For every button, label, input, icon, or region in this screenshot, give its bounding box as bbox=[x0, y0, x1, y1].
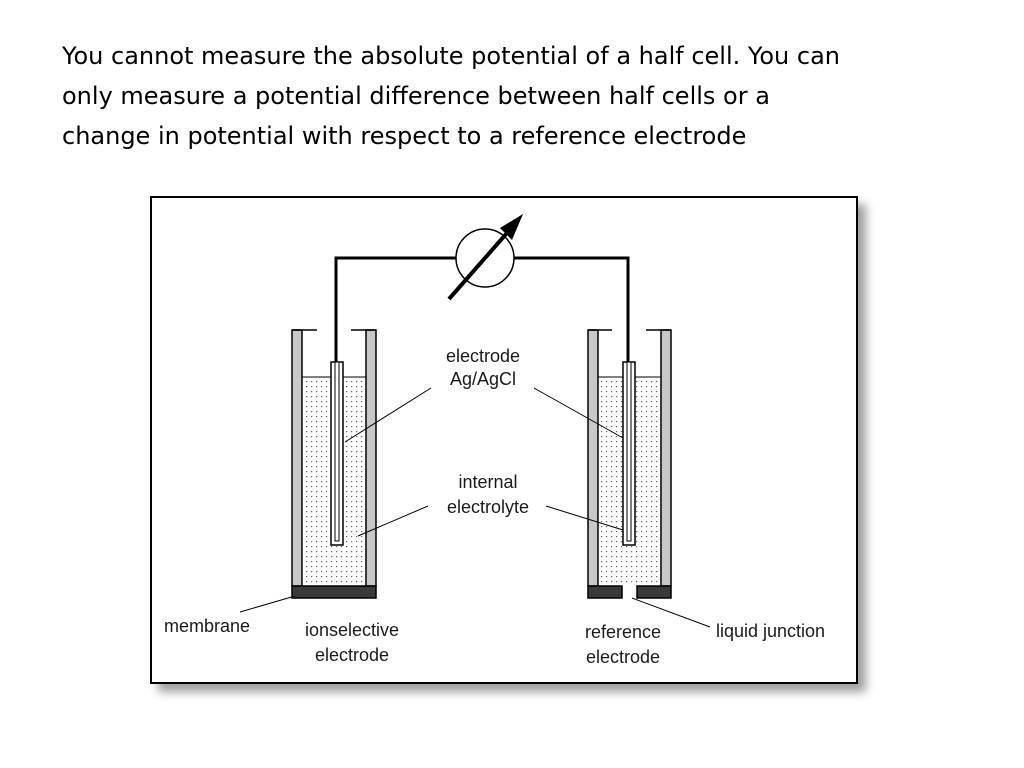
ion-selective-cell bbox=[291, 329, 377, 599]
label-membrane: membrane bbox=[164, 616, 250, 636]
ref-cell-right-wall bbox=[660, 329, 672, 587]
ref-internal-electrode-wire bbox=[626, 361, 632, 542]
leader-electrolyte-left bbox=[357, 505, 429, 537]
wire-right bbox=[514, 256, 630, 362]
label-electrolyte-line2: electrolyte bbox=[447, 497, 529, 517]
reference-cell bbox=[587, 329, 672, 599]
label-electrode-line1: electrode bbox=[446, 346, 520, 366]
ion-cell-left-wall bbox=[291, 329, 303, 587]
ion-internal-electrode-wire bbox=[334, 361, 340, 542]
leader-electrolyte-right bbox=[545, 505, 624, 531]
leader-membrane bbox=[239, 595, 296, 613]
ion-cell-right-wall bbox=[365, 329, 377, 587]
leader-liquid-junction bbox=[631, 597, 711, 628]
label-ref-line2: electrode bbox=[586, 647, 660, 667]
ref-base-left bbox=[587, 585, 623, 599]
label-electrolyte-line1: internal bbox=[458, 472, 517, 492]
wire-left bbox=[334, 256, 456, 362]
slide-caption: You cannot measure the absolute potentia… bbox=[62, 36, 982, 156]
leader-electrode-right bbox=[533, 387, 624, 439]
caption-line-1: You cannot measure the absolute potentia… bbox=[62, 42, 840, 70]
leader-electrode-left bbox=[344, 387, 432, 443]
label-ion-line1: ionselective bbox=[305, 620, 399, 640]
ref-base-right bbox=[636, 585, 672, 599]
leader-lines bbox=[239, 387, 711, 628]
voltmeter-circuit bbox=[334, 214, 630, 362]
label-ion-line2: electrode bbox=[315, 645, 389, 665]
needle-arrowhead-icon bbox=[500, 214, 523, 240]
membrane-base bbox=[291, 585, 377, 599]
caption-line-3: change in potential with respect to a re… bbox=[62, 122, 747, 150]
label-liquid-junction: liquid junction bbox=[716, 621, 825, 641]
label-ref-line1: reference bbox=[585, 622, 661, 642]
label-electrode-line2: Ag/AgCl bbox=[450, 369, 516, 389]
diagram-labels: electrode Ag/AgCl internal electrolyte m… bbox=[164, 346, 825, 667]
ref-cell-left-wall bbox=[587, 329, 599, 587]
voltmeter-needle bbox=[447, 223, 516, 301]
caption-line-2: only measure a potential difference betw… bbox=[62, 82, 770, 110]
